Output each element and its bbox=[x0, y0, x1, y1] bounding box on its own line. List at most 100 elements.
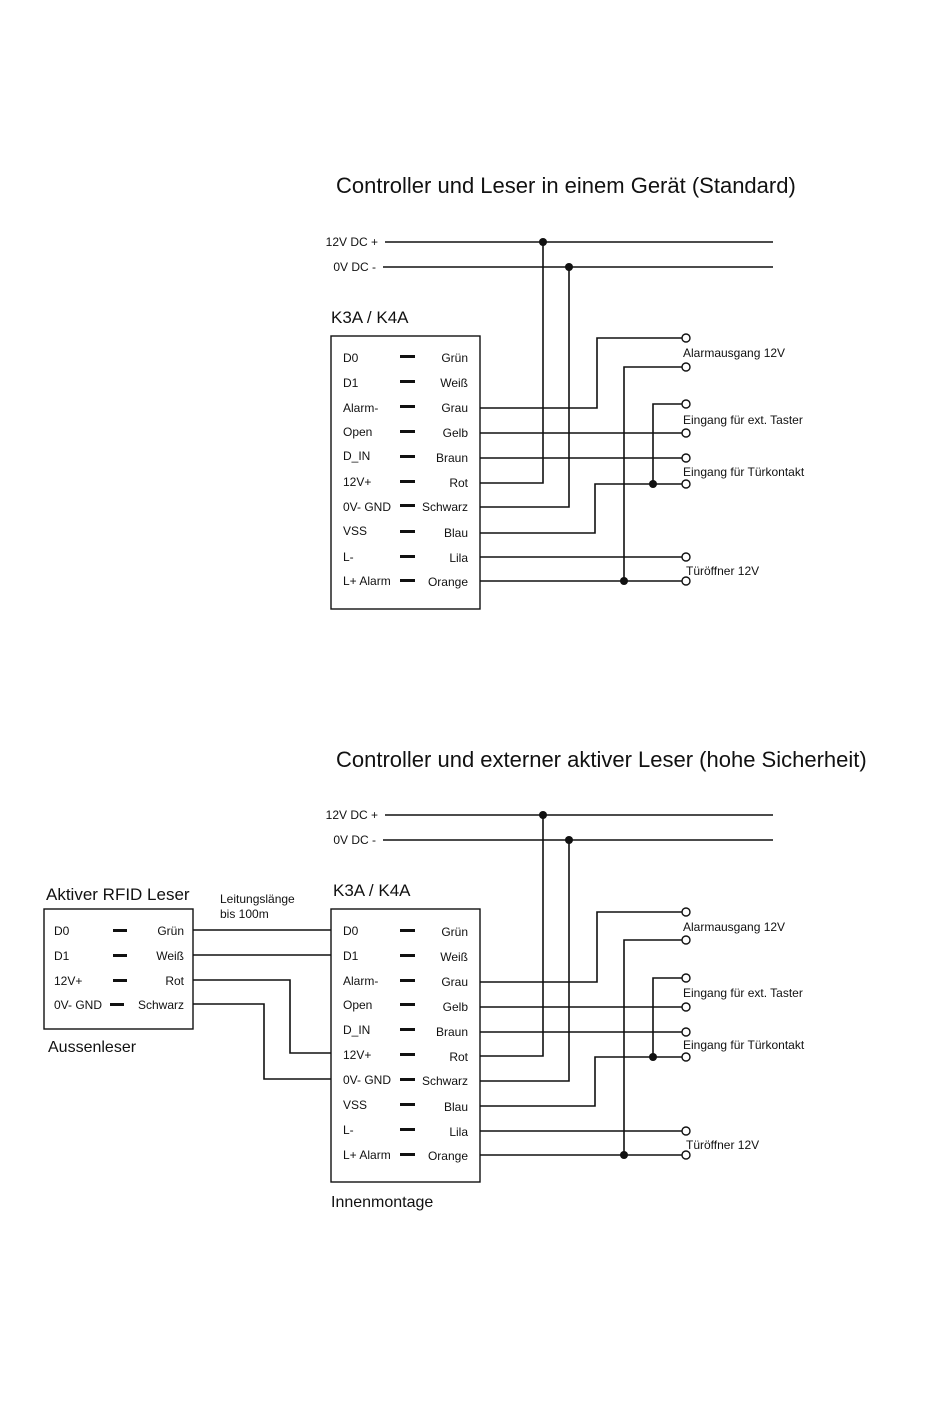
controller-box bbox=[330, 908, 481, 1183]
wire-color-label: Rot bbox=[449, 1050, 468, 1064]
terminal bbox=[681, 576, 691, 586]
controller-box bbox=[330, 335, 481, 610]
pin-label: D0 bbox=[343, 924, 359, 938]
wire-taster-return bbox=[652, 403, 682, 484]
pin-label: L- bbox=[343, 550, 354, 564]
pin-dash bbox=[400, 480, 415, 483]
output-label-tueroeffner: Türöffner 12V bbox=[686, 1138, 759, 1152]
terminal bbox=[681, 552, 691, 562]
wire-12v bbox=[193, 979, 331, 1054]
pin-dash bbox=[400, 1103, 415, 1106]
pin-dash bbox=[400, 1028, 415, 1031]
wire-color-label: Schwarz bbox=[138, 998, 184, 1012]
output-label-alarm: Alarmausgang 12V bbox=[683, 920, 785, 934]
wire-color-label: Weiß bbox=[156, 949, 184, 963]
pin-label: Alarm- bbox=[343, 974, 378, 988]
wire-grau bbox=[480, 337, 682, 409]
controller-pins: D0 Grün D1 Weiß Alarm- Grau Open Gelb D_… bbox=[343, 351, 469, 589]
wire-color-label: Rot bbox=[165, 974, 184, 988]
pin-label: 0V- GND bbox=[54, 998, 102, 1012]
wire-color-label: Braun bbox=[436, 1025, 468, 1039]
wire-color-label: Weiß bbox=[440, 376, 468, 390]
wire-rot bbox=[480, 242, 544, 484]
output-label-tuerkontakt: Eingang für Türkontakt bbox=[683, 465, 805, 479]
wire-color-label: Lila bbox=[449, 551, 468, 565]
pin-label: VSS bbox=[343, 1098, 367, 1112]
pin-dash bbox=[400, 430, 415, 433]
wire-color-label: Schwarz bbox=[422, 500, 468, 514]
wiring bbox=[480, 811, 691, 1160]
pin-dash bbox=[400, 1003, 415, 1006]
pin-dash bbox=[400, 555, 415, 558]
pin-dash bbox=[400, 979, 415, 982]
pin-label: 0V- GND bbox=[343, 1073, 391, 1087]
diagram-title: Controller und Leser in einem Gerät (Sta… bbox=[336, 173, 796, 198]
wiring bbox=[480, 238, 691, 586]
wire-color-label: Grün bbox=[441, 351, 468, 365]
power-plus-label: 12V DC + bbox=[326, 235, 378, 249]
junction-dot bbox=[649, 480, 657, 488]
reader-name: Aktiver RFID Leser bbox=[46, 885, 190, 904]
controller-pins: D0 Grün D1 Weiß Alarm- Grau Open Gelb D_… bbox=[343, 924, 469, 1163]
terminal bbox=[681, 1027, 691, 1037]
wire-grau bbox=[480, 911, 682, 983]
terminal bbox=[681, 973, 691, 983]
terminal bbox=[681, 333, 691, 343]
wire-color-label: Braun bbox=[436, 451, 468, 465]
pin-label: 12V+ bbox=[343, 1048, 371, 1062]
reader-wiring bbox=[193, 929, 331, 1080]
output-label-alarm: Alarmausgang 12V bbox=[683, 346, 785, 360]
pin-label: D0 bbox=[54, 924, 70, 938]
terminal bbox=[681, 362, 691, 372]
wire-alarm-return bbox=[623, 939, 682, 1155]
wire-color-label: Grün bbox=[441, 925, 468, 939]
power-minus-label: 0V DC - bbox=[333, 833, 376, 847]
wire-color-label: Orange bbox=[428, 575, 468, 589]
terminal bbox=[681, 1052, 691, 1062]
terminal bbox=[681, 479, 691, 489]
pin-dash bbox=[110, 1003, 124, 1006]
pin-label: D1 bbox=[54, 949, 70, 963]
output-label-taster: Eingang für ext. Taster bbox=[683, 986, 803, 1000]
diagram-title: Controller und externer aktiver Leser (h… bbox=[336, 747, 867, 772]
terminal bbox=[681, 907, 691, 917]
pin-dash bbox=[400, 1053, 415, 1056]
wire-schwarz bbox=[480, 267, 570, 508]
wire-rot bbox=[480, 815, 544, 1057]
pin-label: D1 bbox=[343, 376, 359, 390]
terminal bbox=[681, 935, 691, 945]
terminal bbox=[681, 399, 691, 409]
pin-label: Alarm- bbox=[343, 401, 378, 415]
pin-dash bbox=[400, 380, 415, 383]
pin-label: L+ Alarm bbox=[343, 1148, 391, 1162]
wire-blau bbox=[480, 483, 682, 534]
terminal bbox=[681, 453, 691, 463]
terminal bbox=[681, 1126, 691, 1136]
pin-dash bbox=[113, 954, 127, 957]
cable-note-line1: Leitungslänge bbox=[220, 892, 295, 906]
wire-color-label: Blau bbox=[444, 1100, 468, 1114]
power-plus-label: 12V DC + bbox=[326, 808, 378, 822]
pin-label: Open bbox=[343, 998, 372, 1012]
reader-pins: D0 Grün D1 Weiß 12V+ Rot 0V- GND Schwarz bbox=[54, 924, 185, 1012]
wire-color-label: Rot bbox=[449, 476, 468, 490]
controller-caption: Innenmontage bbox=[331, 1194, 433, 1211]
pin-label: 12V+ bbox=[343, 475, 371, 489]
pin-label: VSS bbox=[343, 524, 367, 538]
pin-dash bbox=[400, 929, 415, 932]
wire-gnd bbox=[193, 1003, 331, 1080]
cable-note-line2: bis 100m bbox=[220, 907, 269, 921]
junction-dot bbox=[565, 836, 573, 844]
pin-dash bbox=[400, 1153, 415, 1156]
pin-dash bbox=[400, 405, 415, 408]
wire-color-label: Grün bbox=[157, 924, 184, 938]
controller-name: K3A / K4A bbox=[331, 308, 409, 327]
pin-dash bbox=[400, 504, 415, 507]
output-label-tuerkontakt: Eingang für Türkontakt bbox=[683, 1038, 805, 1052]
wire-color-label: Gelb bbox=[443, 1000, 469, 1014]
pin-label: Open bbox=[343, 425, 372, 439]
junction-dot bbox=[649, 1053, 657, 1061]
wire-color-label: Blau bbox=[444, 526, 468, 540]
output-label-taster: Eingang für ext. Taster bbox=[683, 413, 803, 427]
